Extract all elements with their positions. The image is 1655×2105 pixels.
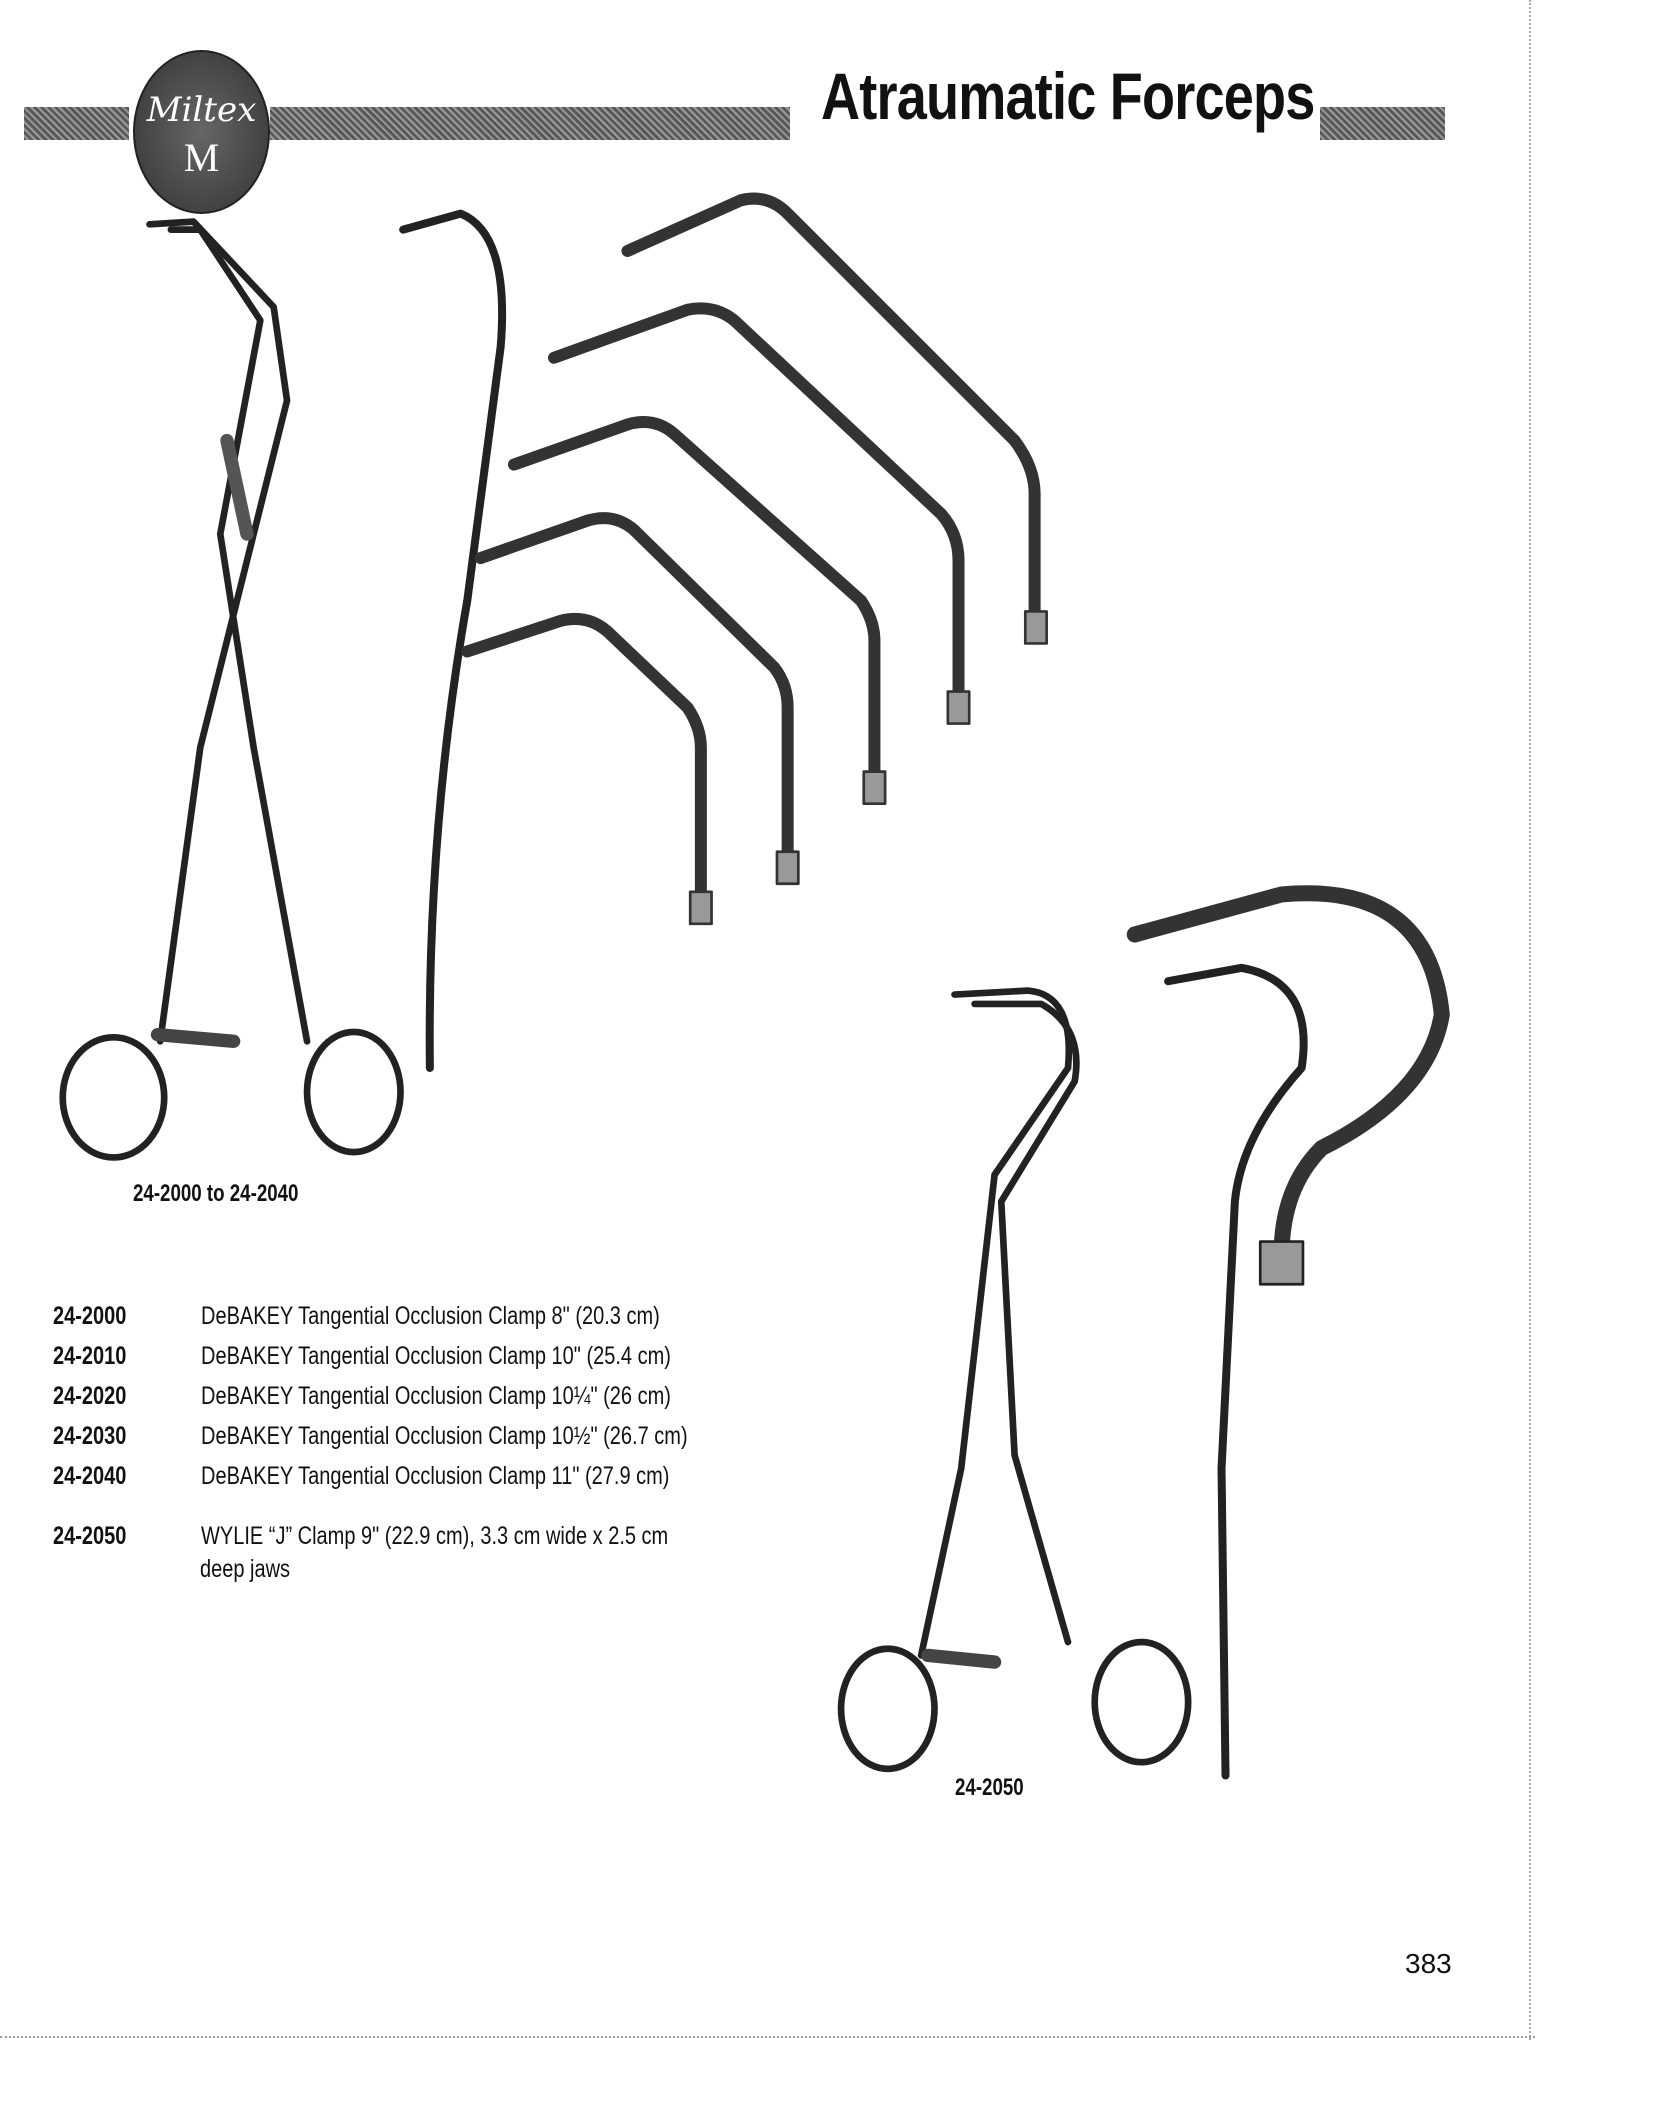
product-description: DeBAKEY Tangential Occlusion Clamp 11" (… (201, 1462, 670, 1490)
header-bar-left (24, 107, 129, 140)
page-number: 383 (1405, 1948, 1452, 1979)
product-description: DeBAKEY Tangential Occlusion Clamp 8" (2… (201, 1302, 660, 1330)
product-description: DeBAKEY Tangential Occlusion Clamp 10" (… (201, 1342, 671, 1370)
product-description: WYLIE “J” Clamp 9" (22.9 cm), 3.3 cm wid… (201, 1522, 669, 1550)
product-row: 24-2040 DeBAKEY Tangential Occlusion Clam… (53, 1462, 669, 1491)
product-code: 24-2010 (53, 1342, 127, 1370)
miltex-logo: Miltex M (133, 50, 270, 214)
header-bar-middle (270, 107, 790, 140)
debakey-jaw-variants (461, 192, 1048, 926)
scan-edge-right (1529, 0, 1531, 2040)
product-code: 24-2040 (53, 1462, 127, 1490)
wylie-jaw-curved (1126, 885, 1450, 1286)
product-description-continued: deep jaws (200, 1555, 291, 1583)
product-row: 24-2000 DeBAKEY Tangential Occlusion Clam… (53, 1302, 660, 1331)
product-code: 24-2050 (53, 1522, 127, 1550)
page-title: Atraumatic Forceps (821, 59, 1315, 133)
wylie-caption: 24-2050 (955, 1774, 1024, 1801)
product-code: 24-2000 (53, 1302, 127, 1330)
product-row: 24-2020 DeBAKEY Tangential Occlusion Clam… (53, 1382, 671, 1411)
product-code: 24-2020 (53, 1382, 127, 1410)
debakey-clamp-illustration (59, 218, 404, 1161)
wylie-clamp-illustration (837, 987, 1192, 1773)
scan-edge-bottom (0, 2036, 1535, 2038)
product-code: 24-2030 (53, 1422, 127, 1450)
debakey-jaw-side-view (399, 209, 507, 1073)
product-row: 24-2010 DeBAKEY Tangential Occlusion Clam… (53, 1342, 671, 1371)
product-row: 24-2030 DeBAKEY Tangential Occlusion Clam… (53, 1422, 688, 1451)
wylie-jaw-side-view (1164, 963, 1308, 1780)
product-description: DeBAKEY Tangential Occlusion Clamp 10¼" … (201, 1382, 671, 1410)
debakey-caption: 24-2000 to 24-2040 (133, 1180, 299, 1207)
product-description: DeBAKEY Tangential Occlusion Clamp 10½" … (201, 1422, 688, 1450)
product-row: 24-2050 WYLIE “J” Clamp 9" (22.9 cm), 3.3… (53, 1522, 668, 1551)
header-bar-right (1320, 107, 1445, 140)
